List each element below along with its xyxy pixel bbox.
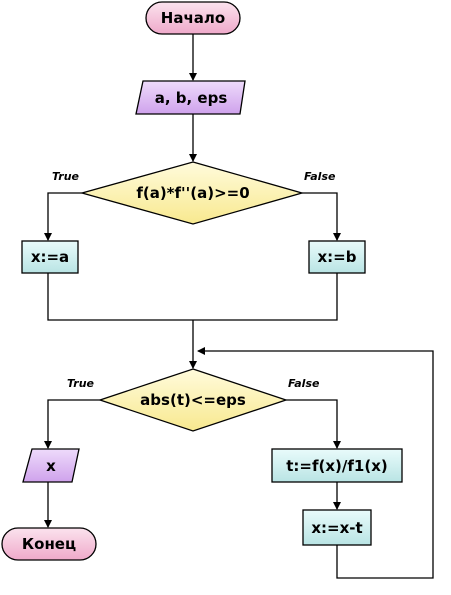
start-terminal: Начало (145, 1, 241, 35)
assign-b-label: x:=b (318, 248, 357, 266)
compute-t-label: t:=f(x)/f1(x) (286, 457, 387, 475)
decision2-false-label: False (288, 377, 320, 390)
decision1-false-label: False (304, 170, 336, 183)
update-x-label: x:=x-t (311, 519, 362, 537)
decision2-node: abs(t)<=eps (97, 368, 289, 432)
compute-t-node: t:=f(x)/f1(x) (271, 448, 403, 483)
end-terminal: Конец (1, 527, 97, 561)
edge-assign-a-merge (47, 273, 338, 321)
update-x-node: x:=x-t (302, 509, 372, 546)
edge-decision2-true (44, 399, 100, 449)
edge-decision1-true (44, 192, 82, 241)
assign-a-node: x:=a (21, 240, 79, 274)
input-node: a, b, eps (135, 80, 246, 115)
decision1-label: f(a)*f''(a)>=0 (136, 184, 249, 202)
edge-decision2-false (286, 399, 341, 449)
edge-decision1-false (302, 192, 341, 241)
start-label: Начало (161, 9, 225, 27)
decision1-true-label: True (52, 170, 80, 183)
edge-loop-back (197, 347, 434, 579)
end-label: Конец (22, 535, 76, 553)
output-label: x (46, 457, 56, 475)
decision2-true-label: True (67, 377, 95, 390)
assign-b-node: x:=b (308, 240, 366, 274)
decision2-label: abs(t)<=eps (140, 391, 246, 409)
output-node: x (22, 448, 80, 483)
input-label: a, b, eps (155, 89, 228, 107)
decision1-node: f(a)*f''(a)>=0 (79, 161, 305, 225)
assign-a-label: x:=a (31, 248, 69, 266)
